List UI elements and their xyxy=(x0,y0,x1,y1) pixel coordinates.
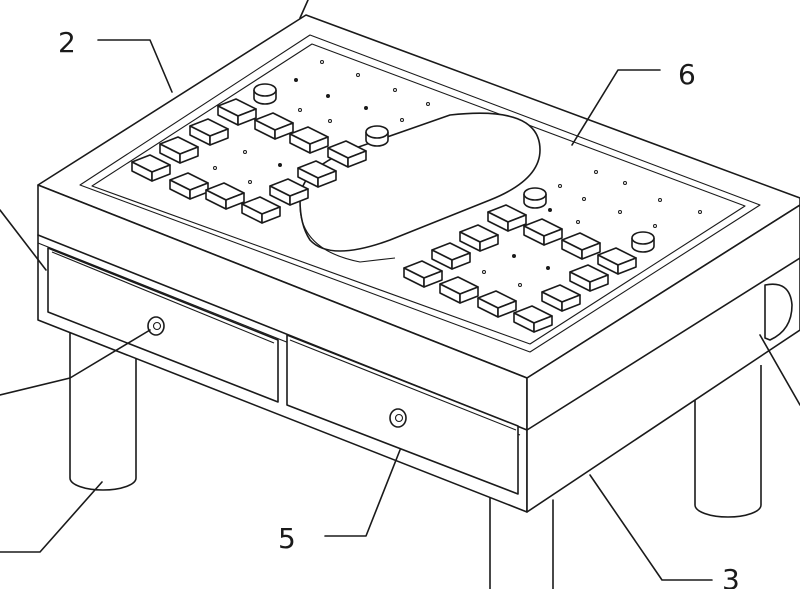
top-recess xyxy=(79,34,761,353)
key xyxy=(131,154,171,182)
leader-line-left-upper xyxy=(0,209,47,271)
key xyxy=(254,112,294,140)
label-2: 2 xyxy=(58,26,76,59)
leader-line-5 xyxy=(324,449,401,537)
indicator-dots xyxy=(482,170,702,287)
key xyxy=(241,196,281,224)
right-button-panel xyxy=(403,170,702,333)
key xyxy=(459,224,499,252)
key xyxy=(541,284,581,312)
key xyxy=(327,140,367,168)
leader-line-3 xyxy=(589,474,713,581)
key xyxy=(597,247,637,275)
key xyxy=(561,232,601,260)
key xyxy=(205,182,245,210)
leader-line-left-knob xyxy=(0,329,151,396)
label-5: 5 xyxy=(278,522,296,555)
left-drawer xyxy=(47,247,279,403)
key xyxy=(523,218,563,246)
leader-line-right-handle xyxy=(759,334,800,406)
left-button-panel xyxy=(131,60,430,224)
front-right-leg xyxy=(489,497,554,589)
key xyxy=(569,264,609,292)
key xyxy=(159,136,199,164)
round-knob xyxy=(365,125,389,147)
round-knob xyxy=(253,83,277,105)
label-3: 3 xyxy=(722,563,740,589)
back-right-leg xyxy=(694,365,762,518)
key xyxy=(439,276,479,304)
key xyxy=(289,126,329,154)
key xyxy=(487,204,527,232)
key xyxy=(431,242,471,270)
round-knob xyxy=(631,231,655,253)
right-drawer-knob xyxy=(389,408,407,428)
key xyxy=(403,260,443,288)
left-drawer-knob xyxy=(147,316,165,336)
key xyxy=(297,160,337,188)
key xyxy=(269,178,309,206)
front-left-leg xyxy=(69,330,137,491)
round-knob xyxy=(523,187,547,209)
leader-line-top xyxy=(299,0,309,19)
label-6: 6 xyxy=(678,58,696,91)
leader-line-6 xyxy=(571,69,661,146)
key xyxy=(513,305,553,333)
side-handle xyxy=(764,283,793,341)
leader-line-left-leg xyxy=(0,481,103,553)
right-drawer xyxy=(286,334,519,495)
labels: 2 6 5 3 xyxy=(58,26,740,589)
indicator-dots xyxy=(213,60,430,184)
key xyxy=(477,290,517,318)
leader-line-2 xyxy=(97,39,173,93)
table-right-face xyxy=(526,204,800,513)
key xyxy=(189,118,229,146)
key xyxy=(217,98,257,126)
